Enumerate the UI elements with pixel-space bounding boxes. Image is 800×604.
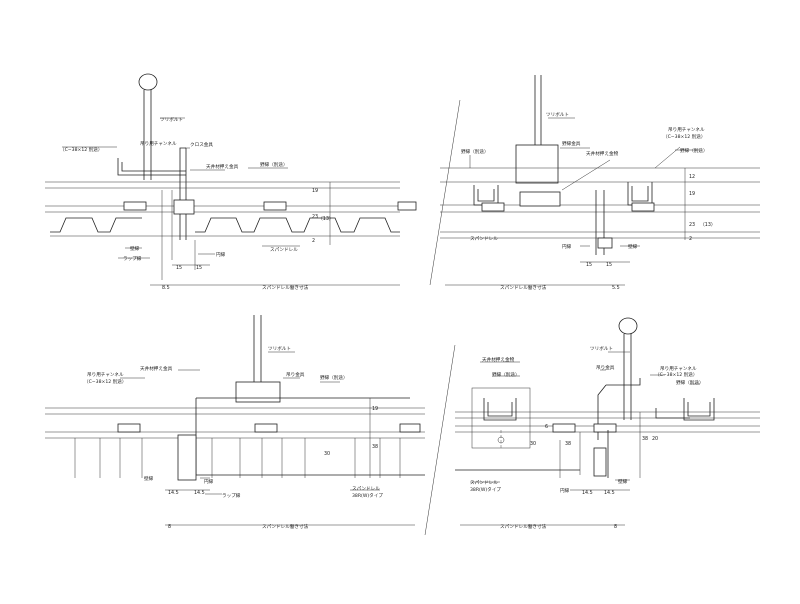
dim-2-tl: 2	[312, 238, 315, 244]
break-line-top	[429, 99, 461, 286]
detail-top-right	[440, 75, 760, 286]
label-field-br: 野縁（別途）	[676, 379, 704, 386]
dim-85-tl: 8.5	[162, 285, 170, 291]
label-spandrel-br: スパンドレル	[470, 480, 498, 486]
label-stopper-tl: 天井材押え金具	[206, 163, 239, 170]
label-round-tl: 円縁	[216, 251, 226, 258]
dim-145a-bl: 14.5	[168, 490, 179, 496]
label-channel-tl: 吊り用チャンネル	[140, 141, 177, 147]
label-stopper-bl: 天井材押え金具	[140, 365, 173, 372]
label-field-tl: 野縁（別途）	[260, 161, 288, 168]
label-channel-spec-tl: （C−38×12 別途）	[60, 146, 102, 153]
label-channel-tr: 吊り用チャンネル	[668, 127, 705, 133]
label-bolt-tl: ツリボルト	[160, 116, 183, 123]
label-field-tr: 野縁（別途）	[461, 148, 489, 155]
bolt-knob-br-icon	[618, 317, 638, 335]
break-line-bottom	[424, 344, 456, 536]
label-field-fitting-tr: 野縁金具	[562, 140, 581, 147]
dim-20-br: 20	[652, 436, 658, 442]
label-spandrel-tl: スパンドレル	[270, 247, 298, 253]
label-channel-spec-br: （C−38×12 別途）	[655, 371, 697, 378]
label-spandrel-bl: スパンドレル	[352, 486, 380, 492]
dim-15a-tl: 15	[176, 265, 182, 271]
dim-6-br: 6	[545, 424, 548, 430]
label-wall-br: 壁縁	[618, 478, 628, 485]
label-spantype-br: 38R(W)タイプ	[470, 486, 501, 493]
label-spandim-tl: スパンドレル働き寸法	[262, 284, 309, 291]
label-wall-tr: 壁縁	[628, 243, 638, 250]
label-field-bl: 野縁（別途）	[320, 374, 348, 381]
label-stopper-br: 天井材押え金物	[482, 356, 515, 363]
dim-30-br: 30	[530, 441, 536, 447]
label-stopper-tr: 天井材押え金物	[586, 150, 619, 157]
label-field2-tr: 野縁（別途）	[680, 147, 708, 154]
detail-top-left	[45, 73, 417, 286]
dim-15a-tr: 15	[586, 262, 592, 268]
label-bolt-br: ツリボルト	[590, 345, 613, 352]
label-channel-spec-bl: （C−38×12 別途）	[84, 378, 126, 385]
label-round-tr: 円縁	[562, 243, 572, 250]
dim-145b-bl: 14.5	[194, 490, 205, 496]
label-field2-br: 野縁（別途）	[492, 371, 520, 378]
dim-12-tr: 12	[689, 174, 695, 180]
dim-15b-tl: 15	[196, 265, 202, 271]
dim-13-tr: （13）	[700, 222, 716, 228]
dim-19-bl: 19	[372, 406, 378, 412]
label-bolt-tr: ツリボルト	[546, 111, 569, 118]
dim-8-br: 8	[614, 524, 617, 530]
dim-38-br: 38	[565, 441, 571, 447]
dim-23-tr: 23	[689, 222, 695, 228]
label-channel-br: 吊り用チャンネル	[660, 366, 697, 372]
label-spantype-bl: 38R(W)タイプ	[352, 492, 383, 499]
label-wall-bl: 壁縁	[144, 475, 154, 482]
label-spandim-bl: スパンドレル働き寸法	[262, 523, 309, 530]
detail-bottom-left	[45, 315, 425, 526]
label-round-br: 円縁	[560, 487, 570, 494]
dim-19-tr: 19	[689, 191, 695, 197]
dim-55-tr: 5.5	[612, 285, 620, 291]
label-wall-tl: 壁縁	[130, 245, 140, 252]
dim-145b-br: 14.5	[604, 490, 615, 496]
label-hanger-bl: 吊り金具	[286, 371, 305, 378]
dim-19-tl: 19	[312, 188, 318, 194]
dim-13-tl: （13）	[318, 216, 334, 222]
label-spandim-br: スパンドレル働き寸法	[500, 523, 547, 530]
label-hanger-br: 吊り金具	[596, 364, 615, 371]
dim-38-bl: 38	[372, 444, 378, 450]
label-channel-spec-tr: （C−38×12 別途）	[663, 133, 705, 140]
dim-38b-br: 38	[642, 436, 648, 442]
label-bolt-bl: ツリボルト	[268, 345, 291, 352]
dim-8-bl: 8	[168, 524, 171, 530]
label-cross-tl: クロス金具	[190, 141, 213, 148]
label-round-bl: 円縁	[204, 478, 214, 485]
label-channel-bl: 吊り用チャンネル	[87, 372, 124, 378]
detail-bottom-right	[455, 317, 760, 526]
label-lap-bl: ラップ縁	[222, 492, 241, 499]
label-lap-tl: ラップ縁	[123, 255, 142, 262]
dim-23-tl: 23	[312, 214, 318, 220]
dim-145a-br: 14.5	[582, 490, 593, 496]
dim-15b-tr: 15	[606, 262, 612, 268]
dim-2-tr: 2	[689, 236, 692, 242]
label-spandrel-tr: スパンドレル	[470, 236, 498, 242]
label-spandim-tr: スパンドレル働き寸法	[500, 284, 547, 291]
bolt-knob-icon	[138, 73, 158, 91]
dim-30-bl: 30	[324, 451, 330, 457]
